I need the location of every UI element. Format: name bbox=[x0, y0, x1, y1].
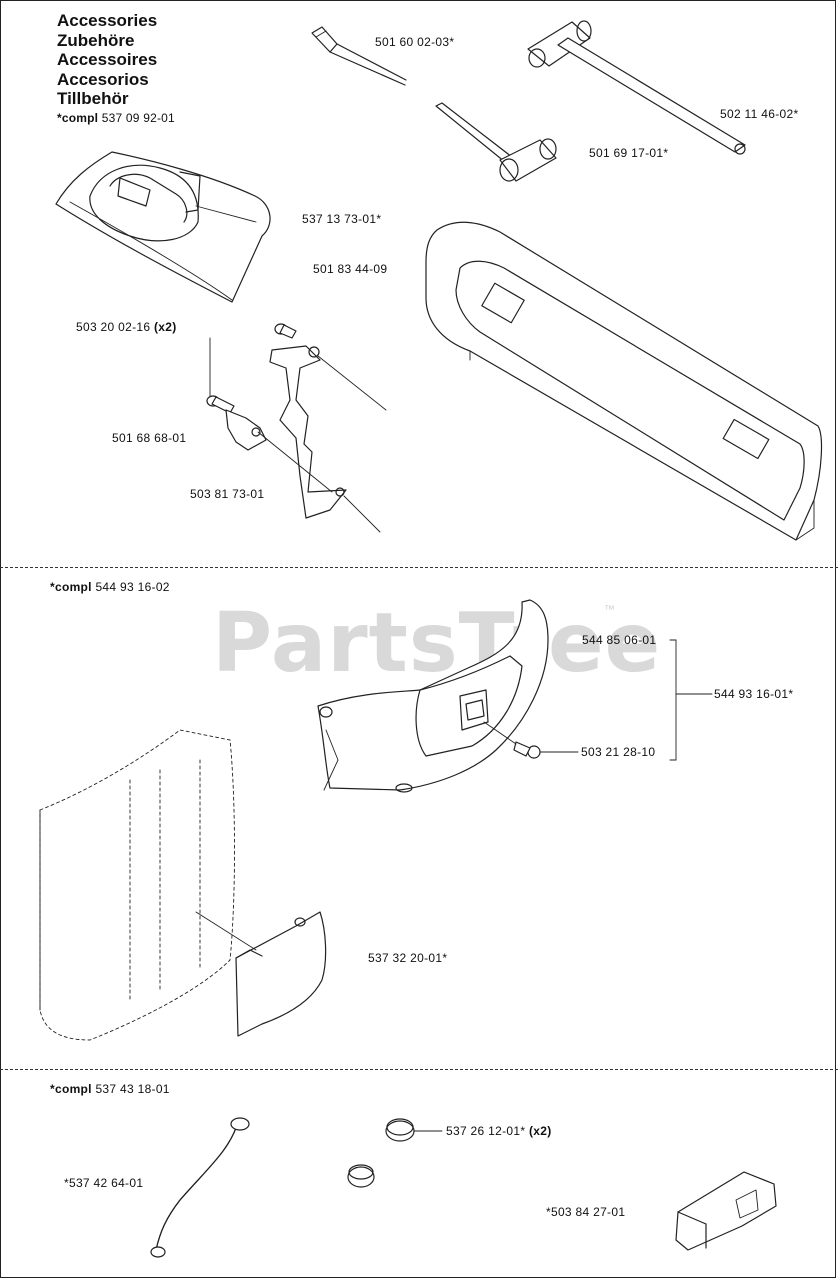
hose-drawing bbox=[150, 1117, 250, 1258]
label-bar-guard: 501 83 44-09 bbox=[313, 262, 388, 276]
spark-plug-wrench-drawing bbox=[435, 102, 557, 182]
title-es: Accesorios bbox=[57, 69, 149, 89]
screws-drawing bbox=[206, 323, 297, 414]
title-block: Accessories Zubehöre Accessoires Accesor… bbox=[57, 11, 175, 127]
watermark-trademark: ™ bbox=[604, 604, 615, 616]
assembly-leader-drawing bbox=[669, 639, 713, 761]
tool-pouch-drawing bbox=[55, 151, 271, 303]
section-divider-1 bbox=[0, 567, 838, 568]
plugs-drawing bbox=[347, 1118, 443, 1188]
label-spark-plug-wrench: 501 69 17-01* bbox=[589, 146, 669, 160]
compl-kit-1: *compl 537 09 92-01 bbox=[57, 110, 175, 125]
label-hose: *537 42 64-01 bbox=[64, 1176, 144, 1190]
bar-guard-drawing bbox=[425, 221, 823, 541]
label-screw-1: 503 20 02-16 (x2) bbox=[76, 320, 177, 334]
combination-spanner-drawing bbox=[527, 20, 746, 155]
label-file-holder: 501 60 02-03* bbox=[375, 35, 455, 49]
label-block: *503 84 27-01 bbox=[546, 1205, 626, 1219]
cover-drawing bbox=[317, 599, 549, 793]
title-fr: Accessoires bbox=[57, 50, 158, 70]
cover-screw-drawing bbox=[483, 721, 579, 759]
watermark: PartsTree bbox=[212, 596, 662, 691]
plate-drawing bbox=[195, 911, 327, 1037]
clamp-drawing bbox=[225, 409, 267, 451]
label-cover: 544 85 06-01 bbox=[582, 633, 657, 647]
compl-kit-3: *compl 537 43 18-01 bbox=[50, 1082, 170, 1096]
label-plate: 537 32 20-01* bbox=[368, 951, 448, 965]
compl-kit-2: *compl 544 93 16-02 bbox=[50, 580, 170, 594]
saw-body-outline-drawing bbox=[39, 729, 235, 1041]
label-plug: 537 26 12-01* (x2) bbox=[446, 1124, 552, 1138]
label-clamp: 501 68 68-01 bbox=[112, 431, 187, 445]
label-cover-screw: 503 21 28-10 bbox=[581, 745, 656, 759]
label-bracket: 503 81 73-01 bbox=[190, 487, 265, 501]
title-sv: Tillbehör bbox=[57, 89, 129, 109]
label-cover-assembly: 544 93 16-01* bbox=[714, 687, 794, 701]
label-combination-spanner: 502 11 46-02* bbox=[720, 107, 799, 121]
section-divider-2 bbox=[0, 1069, 838, 1070]
block-drawing bbox=[675, 1171, 777, 1251]
title-en: Accessories bbox=[57, 11, 158, 30]
file-holder-drawing bbox=[311, 26, 407, 86]
label-tool-pouch: 537 13 73-01* bbox=[302, 212, 382, 226]
bracket-drawing bbox=[257, 345, 387, 533]
title-de: Zubehöre bbox=[57, 30, 135, 50]
